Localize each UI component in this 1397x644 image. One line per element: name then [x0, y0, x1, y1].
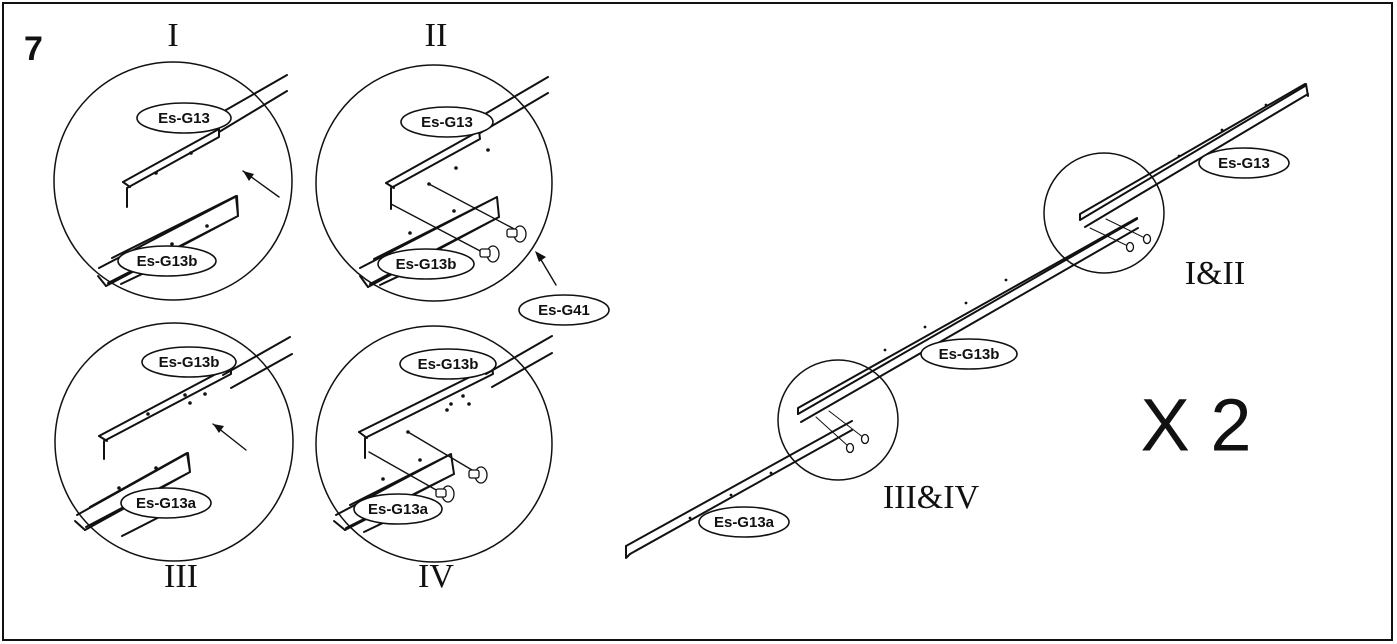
label-iv-g13b: Es-G13b — [399, 348, 497, 380]
label-i-g13b-text: Es-G13b — [137, 253, 198, 270]
label-i-g13-text: Es-G13 — [158, 110, 210, 127]
label-ii-g13: Es-G13 — [400, 106, 494, 138]
quantity-label: X 2 — [1140, 384, 1251, 467]
label-ii-g13b-text: Es-G13b — [396, 256, 457, 273]
label-assembly-g13: Es-G13 — [1198, 147, 1290, 179]
detail-title-ii: II — [425, 17, 448, 54]
label-iii-g13b-text: Es-G13b — [159, 354, 220, 371]
detail-title-iv: IV — [418, 558, 454, 595]
label-assembly-g13b-text: Es-G13b — [939, 346, 1000, 363]
step-number: 7 — [24, 30, 43, 68]
label-assembly-g13a-text: Es-G13a — [714, 514, 775, 531]
label-assembly-g13b: Es-G13b — [920, 338, 1018, 370]
label-iii-g13a-text: Es-G13a — [136, 495, 197, 512]
full-rail-assembly — [625, 83, 1309, 559]
label-ii-g41-text: Es-G41 — [538, 302, 590, 319]
label-iv-g13b-text: Es-G13b — [418, 356, 479, 373]
label-iv-g13a-text: Es-G13a — [368, 501, 429, 518]
detail-title-iii: III — [164, 558, 198, 595]
detail-title-i: I — [167, 17, 178, 54]
assembly-label-lower: III&IV — [883, 479, 980, 516]
label-i-g13: Es-G13 — [136, 102, 232, 134]
label-assembly-g13a: Es-G13a — [698, 506, 790, 538]
assembly-label-upper: I&II — [1185, 255, 1245, 292]
label-iv-g13a: Es-G13a — [353, 493, 443, 525]
label-i-g13b: Es-G13b — [117, 245, 217, 277]
label-assembly-g13-text: Es-G13 — [1218, 155, 1270, 172]
label-ii-g13b: Es-G13b — [377, 248, 475, 280]
label-iii-g13b: Es-G13b — [141, 346, 237, 378]
label-ii-g13-text: Es-G13 — [421, 114, 473, 131]
label-iii-g13a: Es-G13a — [120, 487, 212, 519]
label-ii-g41: Es-G41 — [518, 294, 610, 326]
